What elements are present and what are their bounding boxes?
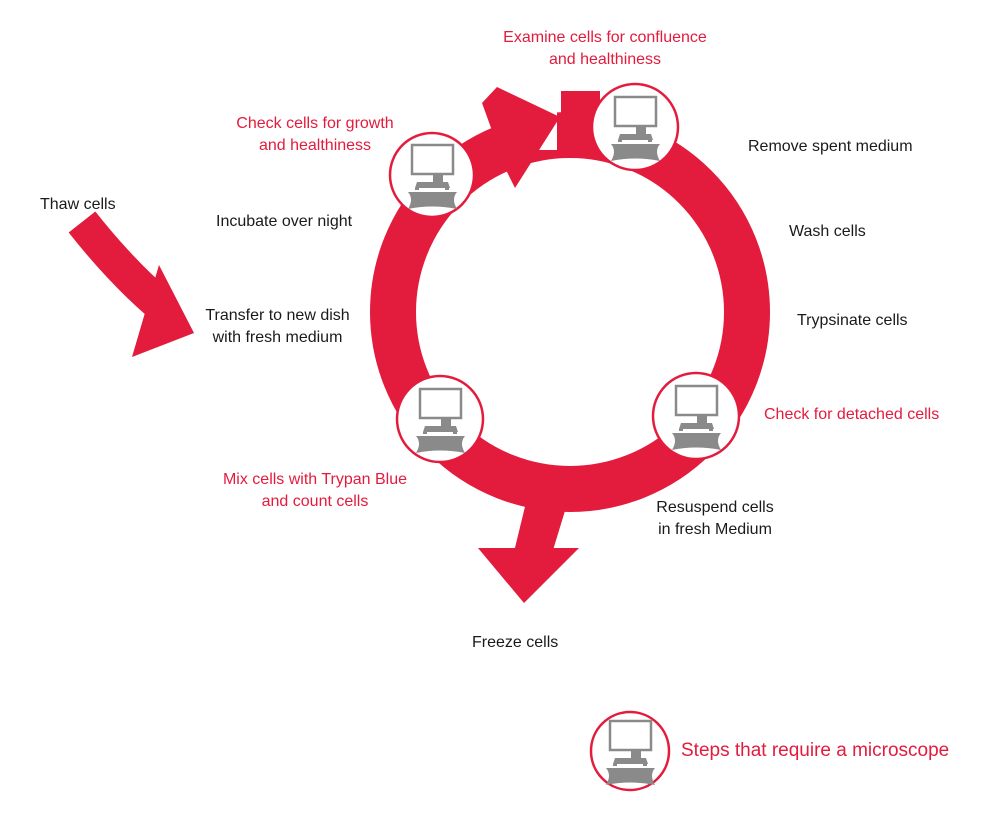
label-mix-count: Mix cells with Trypan Blue and count cel… xyxy=(200,469,430,513)
label-transfer-line-1: Transfer to new dish xyxy=(205,307,350,324)
microscope-step-growth xyxy=(388,131,476,219)
microscope-step-examine xyxy=(590,82,680,172)
cycle-start-stub xyxy=(561,91,600,140)
label-freeze-cells: Freeze cells xyxy=(472,634,559,651)
label-trypsinate: Trypsinate cells xyxy=(797,312,908,329)
label-check-growth-line-1: Check cells for growth xyxy=(236,115,394,132)
label-remove-medium: Remove spent medium xyxy=(748,138,913,155)
label-resuspend-line-2: in fresh Medium xyxy=(658,521,772,538)
label-check-growth: Check cells for growth and healthiness xyxy=(215,113,415,157)
thaw-arrow xyxy=(68,211,170,316)
label-resuspend: Resuspend cells in fresh Medium xyxy=(640,497,790,541)
freeze-arrowhead xyxy=(478,548,579,603)
label-examine-cells: Examine cells for confluence and healthi… xyxy=(470,27,740,71)
label-check-detached: Check for detached cells xyxy=(764,406,940,423)
legend-marker xyxy=(589,710,671,792)
label-examine-line-2: and healthiness xyxy=(548,51,662,68)
label-transfer: Transfer to new dish with fresh medium xyxy=(190,305,365,349)
label-mix-count-line-1: Mix cells with Trypan Blue xyxy=(222,471,408,488)
thaw-arrowhead xyxy=(132,265,194,357)
label-transfer-line-2: with fresh medium xyxy=(212,329,343,346)
label-mix-count-line-2: and count cells xyxy=(261,493,369,510)
label-check-growth-line-2: and healthiness xyxy=(258,137,372,154)
microscope-step-detached xyxy=(651,371,741,461)
label-wash-cells: Wash cells xyxy=(789,223,866,240)
cycle-arrowhead xyxy=(482,87,560,188)
label-resuspend-line-1: Resuspend cells xyxy=(656,499,774,516)
label-thaw-cells: Thaw cells xyxy=(40,196,116,213)
legend-label: Steps that require a microscope xyxy=(681,740,950,761)
freeze-arrow-shaft xyxy=(512,478,575,560)
microscope-step-count xyxy=(395,374,485,464)
label-incubate: Incubate over night xyxy=(216,213,353,230)
label-examine-line-1: Examine cells for confluence xyxy=(503,29,707,46)
